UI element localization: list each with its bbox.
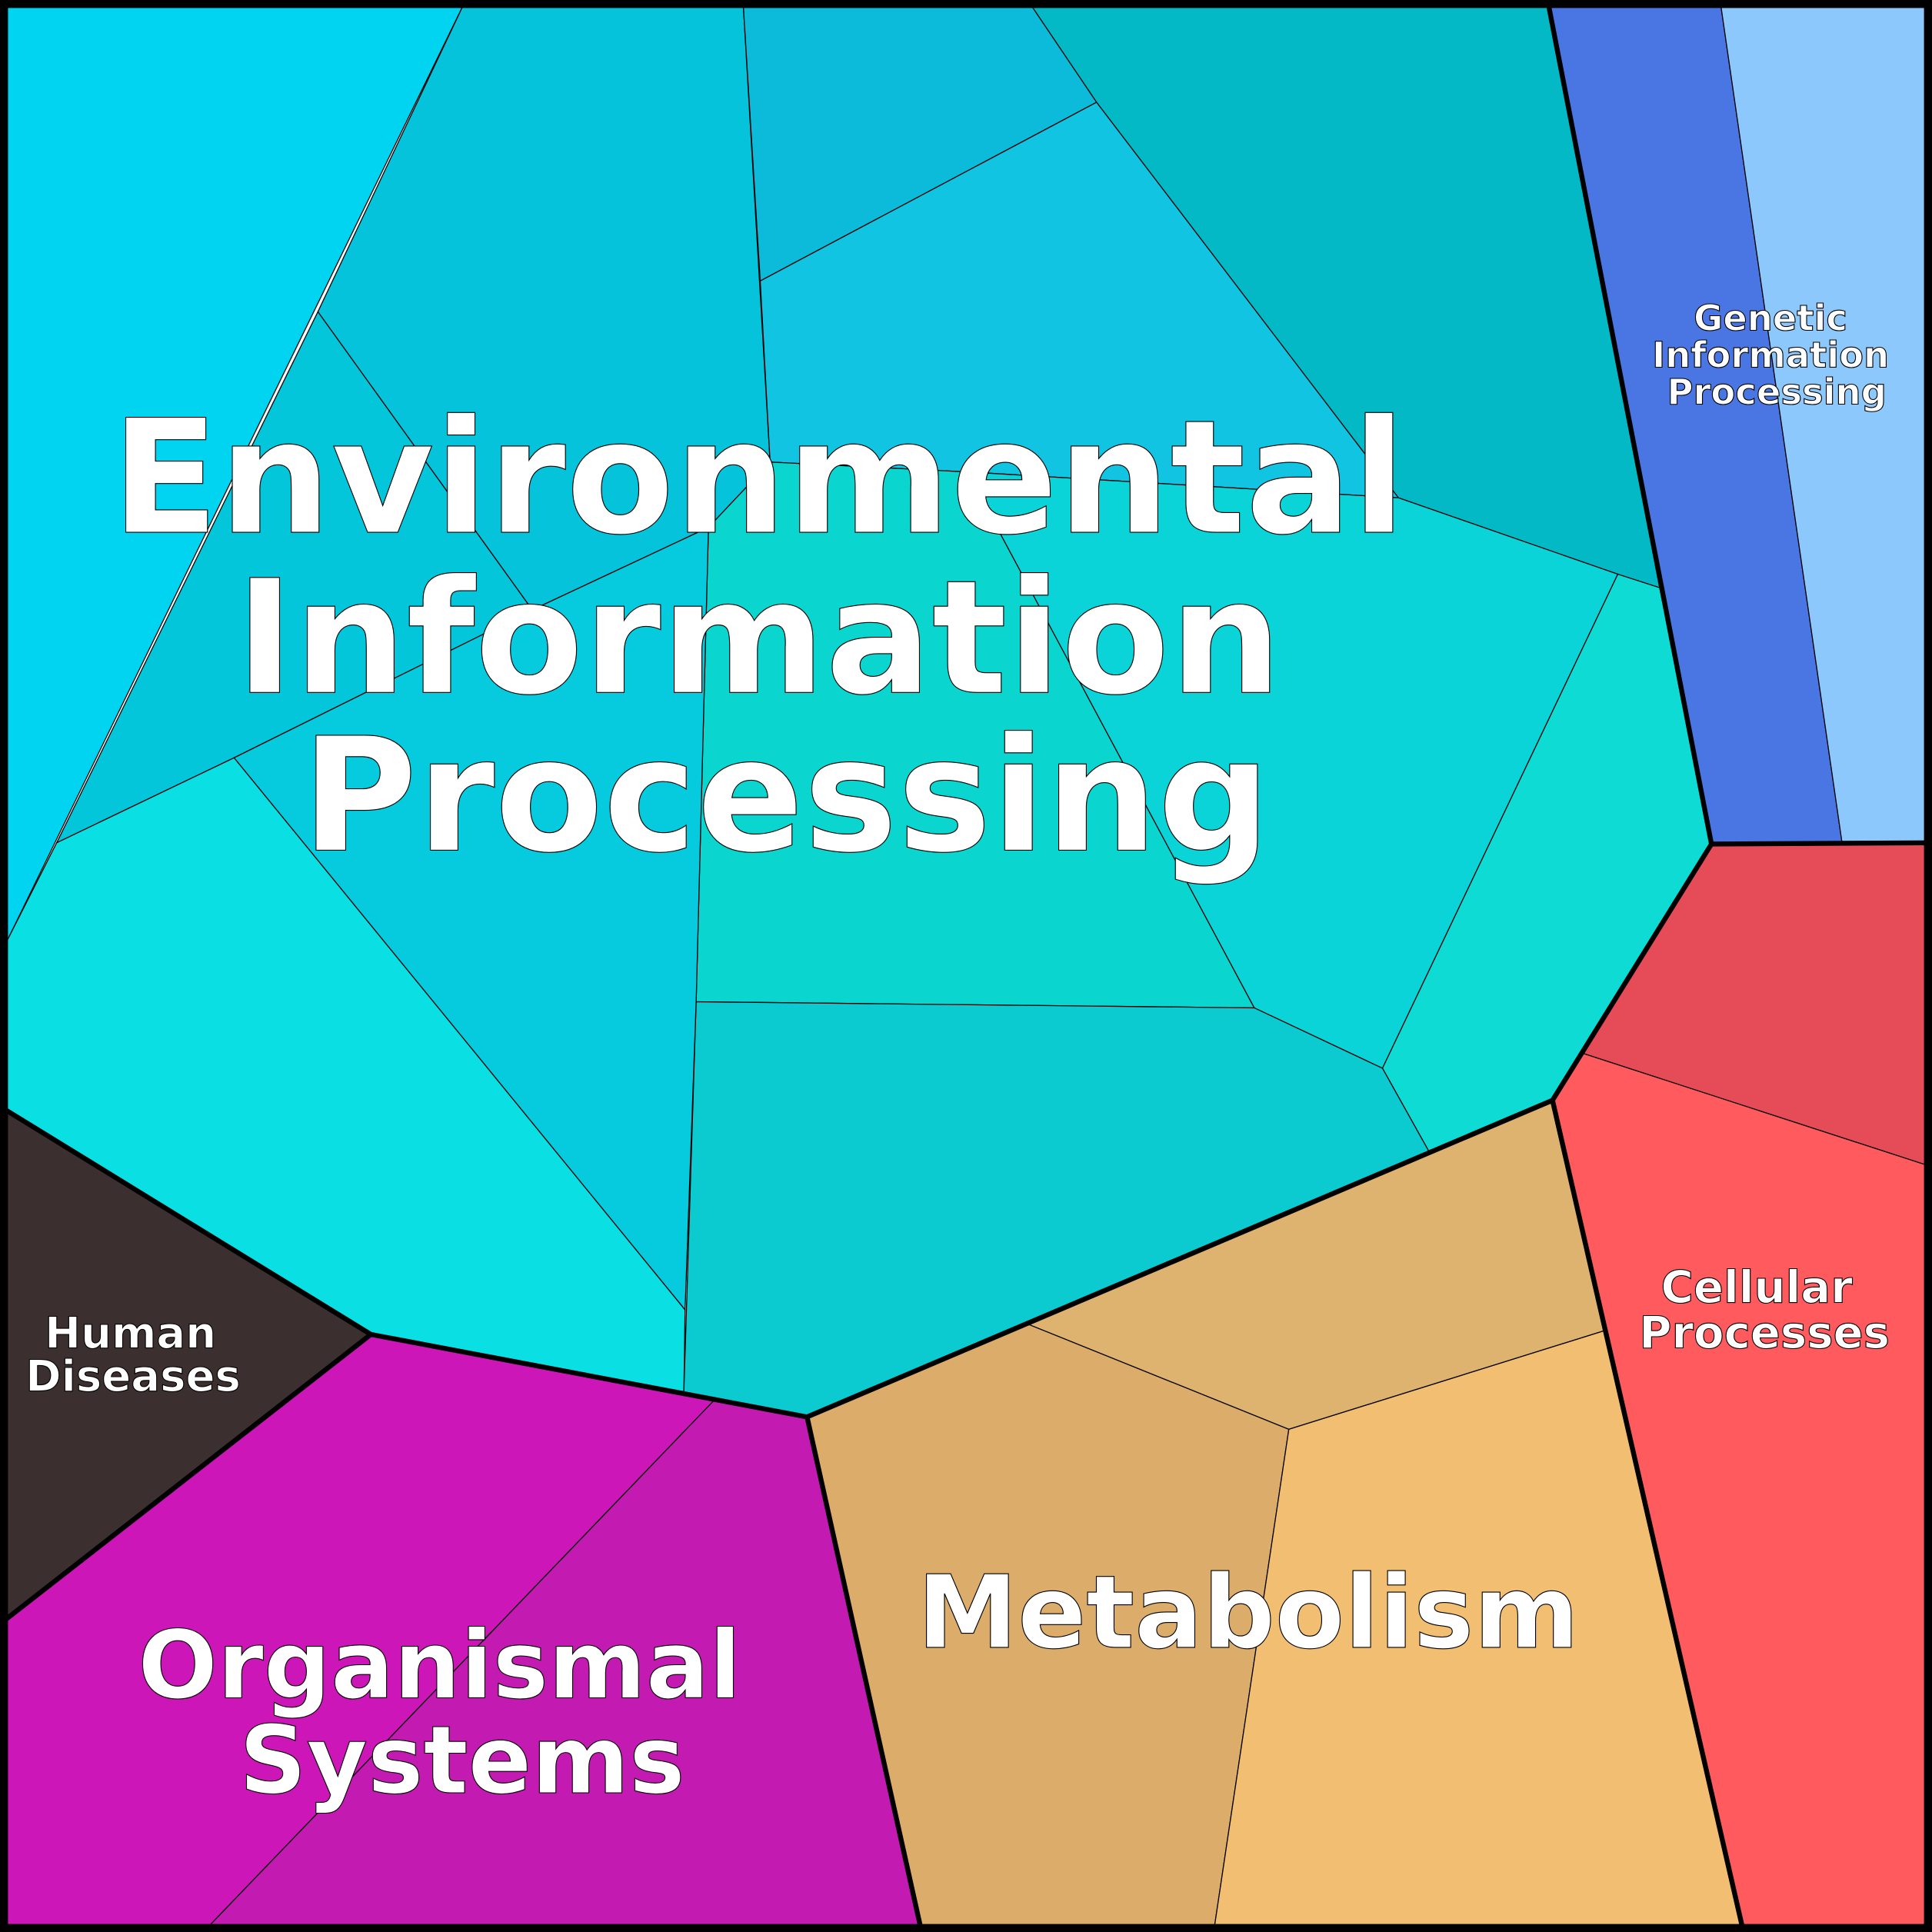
label-cellular-processes: Cellular Processes — [1639, 1261, 1890, 1358]
env-cell[interactable] — [233, 526, 709, 1311]
genetic-cell[interactable] — [1719, 0, 1932, 844]
metabolism-cells — [806, 1099, 1744, 1932]
label-genetic-information-processing: Genetic Information Processing — [1652, 297, 1901, 412]
metabolism-cell[interactable] — [1213, 1330, 1744, 1932]
label-human-diseases: Human Diseases — [25, 1309, 241, 1402]
label-environmental-information-processing: Environmental Information Processing — [112, 387, 1461, 888]
environmental-cells — [0, 0, 1712, 1418]
label-metabolism: Metabolism — [918, 1554, 1580, 1671]
label-organismal-systems: Organismal Systems — [138, 1611, 774, 1815]
